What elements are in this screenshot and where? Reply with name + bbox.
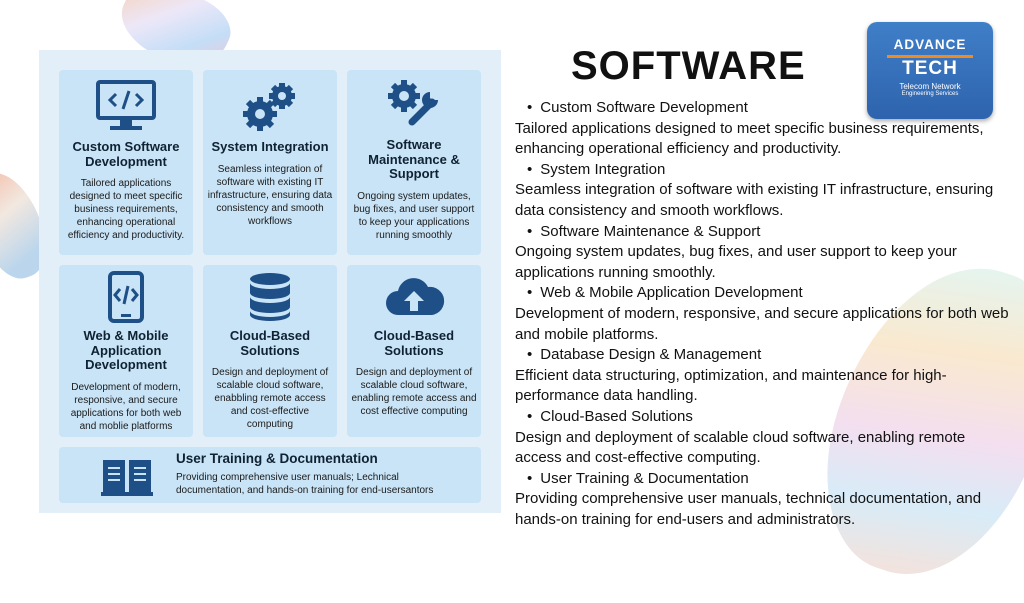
list-item-title: Software Maintenance & Support: [515, 222, 1015, 243]
card-description-line: Providing comprehensive user manuals; Le…: [176, 472, 399, 483]
cloud-upload-icon: [386, 278, 445, 315]
services-list: Custom Software Development Tailored app…: [515, 98, 1015, 530]
card-system-integration: System Integration Seamless integration …: [203, 70, 337, 255]
card-title: System Integration: [211, 139, 329, 154]
logo-text-advance: ADVANCE: [893, 37, 967, 52]
list-item-description: Efficient data structuring, optimization…: [515, 366, 947, 405]
card-title: Software Maintenance & Support: [368, 137, 460, 181]
card-description: Development of modern, responsive, and s…: [70, 381, 182, 432]
card-title: User Training & Documentation: [176, 451, 378, 466]
list-item-description: Tailored applications designed to meet s…: [515, 119, 984, 158]
logo-text-tech: TECH: [902, 58, 958, 79]
list-item-description: Ongoing system updates, bug fixes, and u…: [515, 243, 957, 281]
card-title: Custom Software Development: [72, 139, 180, 169]
logo-tagline: Telecom Network: [899, 82, 961, 91]
card-description: Providing comprehensive user manuals; Le…: [176, 471, 433, 497]
card-description: Design and deployment of scalable cloud …: [351, 367, 477, 417]
gear-wrench-icon: [388, 80, 438, 126]
services-infographic: Custom Software Development Tailored app…: [39, 50, 501, 513]
mobile-code-icon: [108, 271, 144, 323]
list-item-title: Web & Mobile Application Development: [515, 283, 1015, 304]
card-cloud-solutions: Cloud-Based Solutions Design and deploym…: [347, 265, 481, 437]
list-item-description: Providing comprehensive user manuals, te…: [515, 490, 982, 528]
logo-subtagline: Engineering Services: [901, 91, 959, 97]
list-item-title: User Training & Documentation: [515, 469, 1015, 490]
list-item-title: Database Design & Management: [515, 345, 1015, 366]
card-user-training: User Training & Documentation Providing …: [59, 447, 481, 503]
card-description-line: documentation, and hands-on training for…: [176, 485, 434, 496]
card-cloud-solutions-database: Cloud-Based Solutions Design and deploym…: [203, 265, 337, 437]
book-icon: [101, 460, 153, 496]
monitor-code-icon: [96, 80, 156, 130]
database-icon: [250, 273, 290, 321]
list-item-description: Development of modern, responsive, and s…: [515, 304, 1009, 343]
card-title: Cloud-Based Solutions: [229, 328, 311, 358]
card-custom-software: Custom Software Development Tailored app…: [59, 70, 193, 255]
page-title: SOFTWARE: [571, 44, 806, 88]
list-item-title: Cloud-Based Solutions: [515, 407, 1015, 428]
card-description: Tailored applications designed to meet s…: [67, 178, 185, 241]
list-item-title: System Integration: [515, 160, 1015, 181]
card-web-mobile: Web & Mobile Application Development Dev…: [59, 265, 193, 437]
card-description: Ongoing system updates, bug fixes, and u…: [353, 190, 475, 241]
card-title: Web & Mobile Application Development: [83, 328, 169, 372]
list-item-description: Seamless integration of software with ex…: [515, 181, 994, 219]
list-item-description: Design and deployment of scalable cloud …: [515, 428, 966, 467]
card-software-maintenance: Software Maintenance & Support Ongoing s…: [347, 70, 481, 255]
card-description: Design and deployment of scalable cloud …: [211, 367, 329, 430]
gears-icon: [243, 83, 295, 131]
card-description: Seamless integration of software with ex…: [207, 163, 333, 227]
card-title: Cloud-Based Solutions: [373, 328, 455, 358]
logo-divider: [887, 55, 973, 58]
list-item-title: Custom Software Development: [515, 98, 1015, 119]
